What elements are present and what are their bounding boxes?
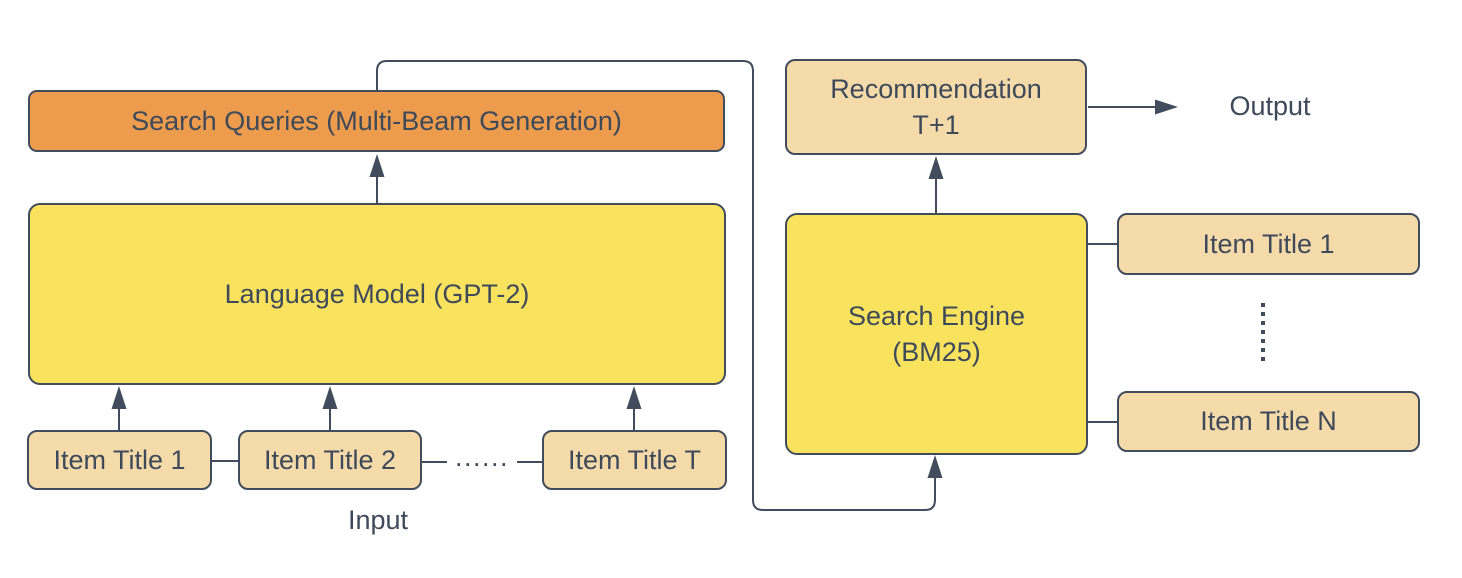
- right-item-title-n-box: Item Title N: [1117, 391, 1420, 452]
- arrowhead-recommendation-to-output: [1155, 99, 1178, 115]
- feedback-loop-line: [376, 60, 936, 511]
- item-title-1-label: Item Title 1: [53, 444, 186, 475]
- arrowhead-lm-to-search-queries: [369, 154, 385, 177]
- arrowhead-loop-into-engine: [927, 455, 943, 478]
- item-title-2-box: Item Title 2: [238, 430, 422, 490]
- language-model-label: Language Model (GPT-2): [224, 278, 530, 309]
- arrowhead-item1-to-lm: [111, 386, 127, 409]
- search-engine-label-line1: Search Engine: [847, 300, 1026, 331]
- language-model-box: Language Model (GPT-2): [28, 203, 726, 385]
- output-label: Output: [1229, 91, 1311, 121]
- item-title-t-label: Item Title T: [567, 444, 702, 475]
- item-title-t-box: Item Title T: [542, 430, 727, 490]
- input-label: Input: [347, 505, 409, 535]
- recommendation-box: Recommendation T+1: [785, 59, 1087, 155]
- arrowhead-itemT-to-lm: [626, 386, 642, 409]
- arrowhead-item2-to-lm: [322, 386, 338, 409]
- item-title-2-label: Item Title 2: [263, 444, 397, 475]
- right-item-title-1-label: Item Title 1: [1202, 228, 1335, 259]
- recommendation-label-line1: Recommendation: [830, 73, 1042, 104]
- right-item-title-n-label: Item Title N: [1200, 406, 1337, 437]
- item-title-1-box: Item Title 1: [27, 430, 212, 490]
- horizontal-ellipsis: ......: [454, 442, 509, 472]
- search-engine-label-line2: (BM25): [892, 336, 981, 367]
- search-queries-box: Search Queries (Multi-Beam Generation): [28, 90, 725, 152]
- arrowhead-engine-to-recommendation: [928, 156, 944, 179]
- recommendation-label-line2: T+1: [912, 109, 960, 140]
- search-queries-label: Search Queries (Multi-Beam Generation): [131, 105, 622, 136]
- search-engine-box: Search Engine (BM25): [785, 213, 1088, 455]
- right-item-title-1-box: Item Title 1: [1117, 213, 1420, 275]
